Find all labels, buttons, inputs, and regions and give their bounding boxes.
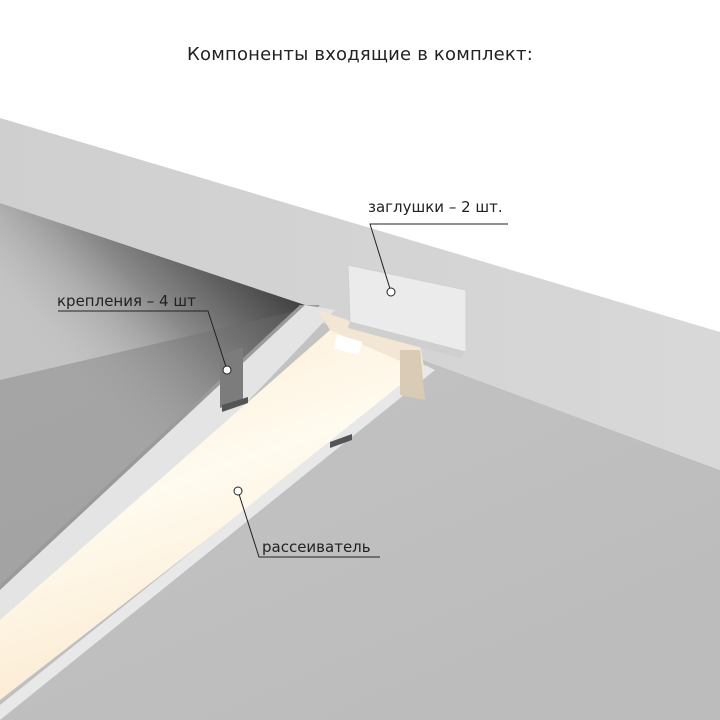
- callout-end-caps: заглушки – 2 шт.: [368, 198, 503, 216]
- mount-clip: [220, 347, 243, 408]
- marker-diffuser: [233, 486, 243, 496]
- marker-end-caps: [386, 287, 396, 297]
- callout-mounts: крепления – 4 шт: [57, 292, 196, 310]
- marker-mounts: [222, 365, 232, 375]
- mount-clip-base: [222, 397, 248, 412]
- led-chip: [333, 334, 363, 356]
- profile-rim-right: [0, 365, 435, 720]
- niche-wall: [0, 203, 305, 585]
- leader-end-caps: [369, 223, 508, 293]
- leader-diffuser: [237, 490, 380, 558]
- callout-diffuser: рассеиватель: [262, 538, 371, 556]
- page-title: Компоненты входящие в комплект:: [187, 44, 533, 65]
- profile-end: [318, 310, 425, 372]
- leader-mounts: [58, 310, 228, 371]
- diffuser-strip: [0, 330, 425, 700]
- mount-clip-2: [330, 434, 352, 448]
